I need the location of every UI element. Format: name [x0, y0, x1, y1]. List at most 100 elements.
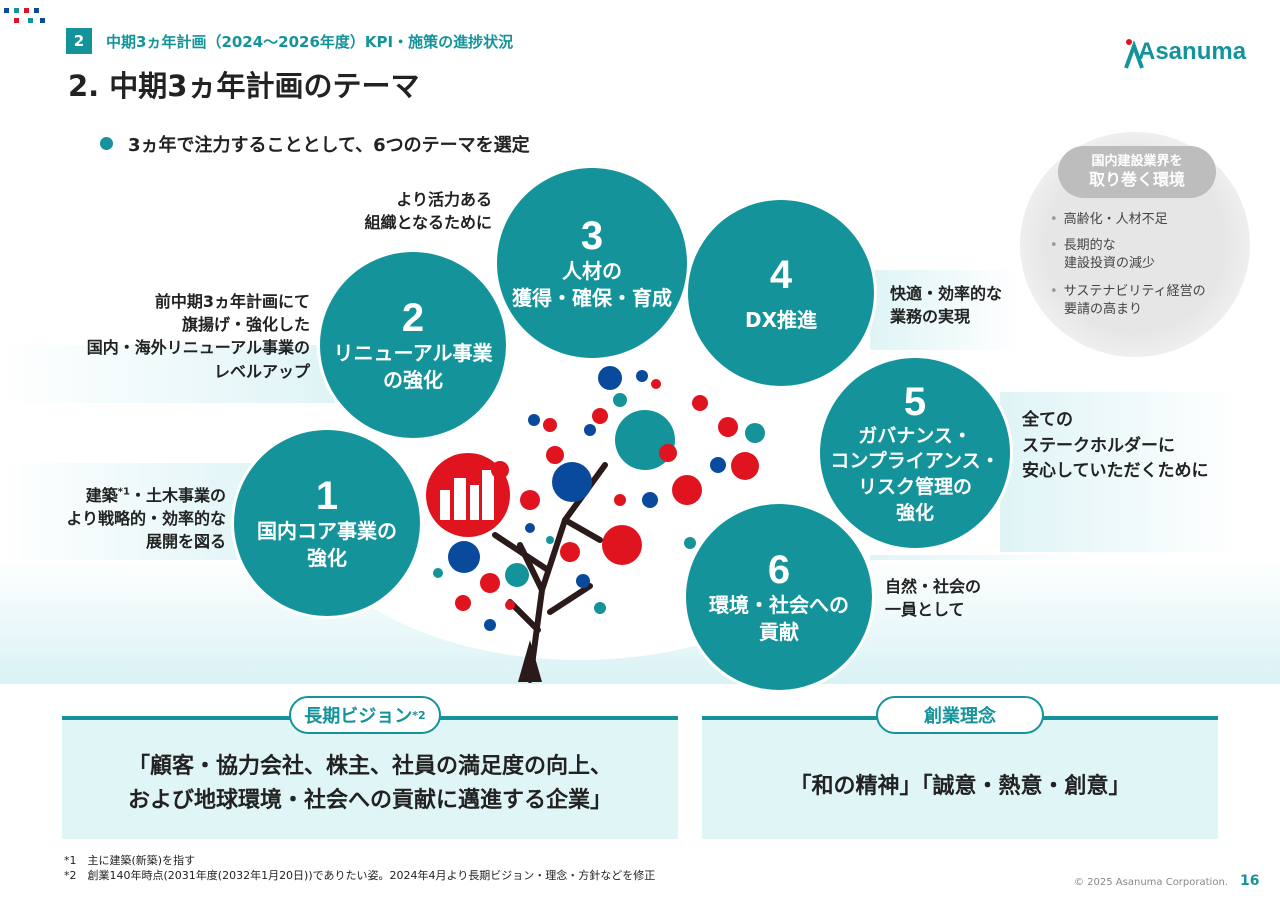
theme-note-1: 建築*1・土木事業の より戦略的・効率的な 展開を図る	[30, 484, 226, 554]
tree-trunk	[492, 462, 608, 683]
theme-label: DX推進	[744, 307, 818, 332]
theme-note-text: より戦略的・効率的な	[66, 509, 226, 529]
decor-dot	[34, 8, 39, 13]
bullet-icon: •	[1050, 212, 1058, 227]
tree-dot	[672, 475, 702, 505]
tree-dot	[525, 523, 535, 533]
tree-dot	[651, 379, 661, 389]
tree-dot	[613, 393, 627, 407]
tree-dot	[543, 418, 557, 432]
breadcrumb: 中期3ヵ年計画（2024〜2026年度）KPI・施策の進捗状況	[106, 33, 514, 51]
vision-label: 長期ビジョン	[304, 706, 413, 727]
theme-number: 6	[767, 548, 791, 592]
tree-dot	[455, 595, 471, 611]
tree-dot	[576, 574, 590, 588]
theme-note-text: 展開を図る	[145, 532, 226, 552]
tree-dot	[614, 494, 626, 506]
tree-dot	[636, 370, 648, 382]
vision-box: 「顧客・協力会社、株主、社員の満足度の向上、 および地球環境・社会への貢献に邁進…	[62, 716, 678, 839]
theme-note-text: レベルアップ	[213, 361, 310, 381]
theme-note-3: より活力ある 組織となるために	[300, 188, 492, 234]
philosophy-text: 「和の精神」「誠意・熱意・創意」	[789, 774, 1131, 799]
bullet-icon: •	[1050, 284, 1058, 299]
theme-note-text: 国内・海外リニューアル事業の	[86, 338, 310, 358]
bg-stripe	[0, 463, 275, 573]
tree-dot	[745, 423, 765, 443]
theme-label: 人材の	[562, 259, 622, 283]
vision-line: 「顧客・協力会社、株主、社員の満足度の向上、	[127, 754, 612, 779]
tree-dot	[546, 446, 564, 464]
bullet-icon: •	[1050, 238, 1058, 253]
vision-label-pill: 長期ビジョン*2	[289, 696, 441, 734]
theme-note-text: 旗揚げ・強化した	[181, 315, 310, 335]
section-number: 2	[66, 28, 92, 54]
vision-line: および地球環境・社会への貢献に邁進する企業」	[127, 788, 612, 814]
environment-item-text: 要請の高まり	[1064, 301, 1143, 317]
lead-text: 3ヵ年で注力することとして、6つのテーマを選定	[128, 135, 530, 156]
theme-circle-4: 4 DX推進	[688, 200, 874, 386]
bg-stripe	[0, 345, 335, 403]
philosophy-box: 「和の精神」「誠意・熱意・創意」	[702, 716, 1218, 839]
theme-number: 3	[580, 214, 604, 258]
tree-dot	[684, 537, 696, 549]
environment-item-text: 長期的な	[1063, 238, 1116, 253]
theme-label: 獲得・確保・育成	[512, 286, 672, 310]
bg-stripe	[1000, 392, 1240, 552]
footnote-1: *1 主に建築(新築)を指す	[64, 854, 196, 867]
decor-dot	[4, 8, 9, 13]
theme-label: リニューアル事業	[333, 341, 493, 365]
environment-title-line: 国内建設業界を	[1091, 153, 1183, 169]
theme-note-4: 快適・効率的な 業務の実現	[890, 282, 1002, 328]
tree-dot	[642, 492, 658, 508]
tree-dot	[710, 457, 726, 473]
tree-dot	[598, 366, 622, 390]
philosophy-label: 創業理念	[924, 706, 996, 727]
logo-mark-icon	[1124, 39, 1144, 69]
page-title: 2. 中期3ヵ年計画のテーマ	[68, 69, 420, 103]
tree-dot	[552, 462, 592, 502]
tree-dot	[484, 619, 496, 631]
theme-note-text: 快適・効率的な	[890, 284, 1003, 303]
theme-label: リスク管理の	[857, 476, 972, 498]
footnote-ref: *1	[117, 486, 130, 498]
tree-dot	[448, 541, 480, 573]
tree-dot	[584, 424, 596, 436]
tree-dot	[594, 602, 606, 614]
company-logo: Asanuma	[1124, 36, 1247, 70]
theme-label: 貢献	[759, 620, 799, 644]
tree-dot	[546, 536, 554, 544]
tree-dot	[505, 600, 515, 610]
decor-dot	[40, 18, 45, 23]
theme-note-2: 前中期3ヵ年計画にて 旗揚げ・強化した 国内・海外リニューアル事業の レベルアッ…	[40, 290, 310, 383]
tree-dot	[692, 395, 708, 411]
environment-item: •サステナビリティ経営の 要請の高まり	[1050, 283, 1206, 318]
theme-number: 4	[769, 252, 793, 297]
decor-dot	[28, 18, 33, 23]
tree-illustration	[426, 366, 765, 683]
theme-label: 国内コア事業の	[257, 519, 397, 543]
theme-note-text: より活力ある	[396, 190, 492, 209]
theme-note-text: 前中期3ヵ年計画にて	[154, 292, 310, 311]
decor-dot	[14, 18, 19, 23]
theme-circle-2: 2 リニューアル事業 の強化	[320, 252, 506, 438]
decor-dot	[24, 8, 29, 13]
copyright: © 2025 Asanuma Corporation.	[1074, 877, 1228, 888]
logo-text: Asanuma	[1138, 38, 1247, 65]
tree-dot	[659, 444, 677, 462]
theme-note-text: 建築	[85, 486, 118, 505]
footnote-2: *2 創業140年時点(2031年度(2032年1月20日))でありたい姿。20…	[64, 869, 656, 882]
philosophy-label-pill: 創業理念	[876, 696, 1044, 734]
bullet-icon	[100, 137, 113, 150]
environment-item-text: 建設投資の減少	[1064, 255, 1156, 271]
tree-dot	[592, 408, 608, 424]
tree-dot	[602, 525, 642, 565]
tree-base	[518, 640, 542, 682]
theme-label: 環境・社会への	[709, 593, 849, 617]
theme-label: 強化	[307, 546, 347, 570]
theme-note-text: 安心していただくために	[1022, 461, 1209, 481]
vision-text: 「顧客・協力会社、株主、社員の満足度の向上、 および地球環境・社会への貢献に邁進…	[62, 750, 678, 818]
tree-dot	[480, 573, 500, 593]
theme-circle-6: 6 環境・社会への 貢献	[686, 504, 872, 690]
tree-dot	[718, 417, 738, 437]
theme-note-text: ・土木事業の	[129, 486, 226, 505]
